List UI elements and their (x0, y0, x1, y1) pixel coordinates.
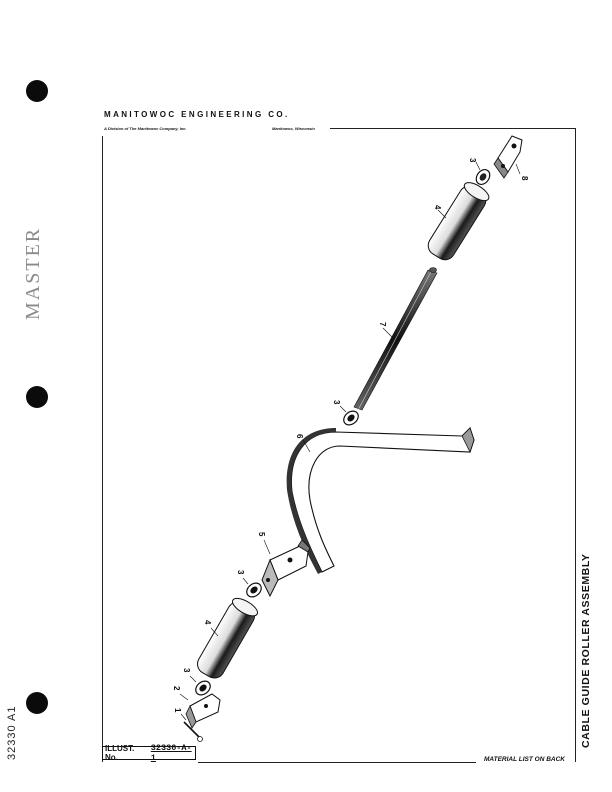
top-roller (427, 182, 490, 261)
callout-part-8: 8 (520, 176, 529, 181)
callout-part-7: 7 (378, 322, 387, 327)
lower-roller (197, 597, 258, 679)
leader-lines (179, 161, 521, 721)
drawing-title: CABLE GUIDE ROLLER ASSEMBLY (580, 553, 592, 748)
shaft (353, 267, 438, 411)
callout-part-4: 4 (433, 205, 442, 210)
company-name: MANITOWOC ENGINEERING CO. (104, 110, 290, 119)
callout-part-3: 3 (182, 668, 191, 673)
callout-part-6: 6 (295, 434, 304, 439)
frame-line-left (102, 136, 103, 762)
lower-bearing-bottom (195, 680, 211, 696)
illustration-number-box: ILLUST. No. 32330-A-1 (102, 743, 196, 763)
location-text: Manitowoc, Wisconsin (272, 126, 315, 131)
binder-hole (26, 692, 48, 714)
callout-part-4: 4 (203, 620, 212, 625)
illustration-number: 32330-A-1 (150, 743, 192, 763)
frame-line-bottom (198, 762, 476, 763)
division-text: A Division of The Manitowoc Company, Inc… (104, 126, 187, 131)
callout-part-3: 3 (468, 158, 477, 163)
callout-part-3: 3 (236, 570, 245, 575)
illustration-label: ILLUST. No. (105, 744, 135, 762)
binder-hole (26, 80, 48, 102)
bolt (183, 721, 203, 742)
bottom-bracket (185, 693, 221, 729)
material-list-note: MATERIAL LIST ON BACK (484, 756, 566, 763)
callout-part-5: 5 (257, 532, 266, 537)
shaft-bearing (343, 410, 359, 426)
lower-bracket (261, 539, 311, 598)
callout-part-1: 1 (173, 708, 182, 713)
frame-line-right (575, 128, 576, 762)
lower-bearing-upper (246, 582, 262, 598)
callout-part-3: 3 (332, 400, 341, 405)
frame-line-top (330, 128, 576, 129)
top-bracket (493, 135, 523, 179)
callout-part-2: 2 (172, 686, 181, 691)
guide-strap (286, 426, 475, 574)
binder-hole (26, 386, 48, 408)
top-bearing (475, 168, 491, 186)
